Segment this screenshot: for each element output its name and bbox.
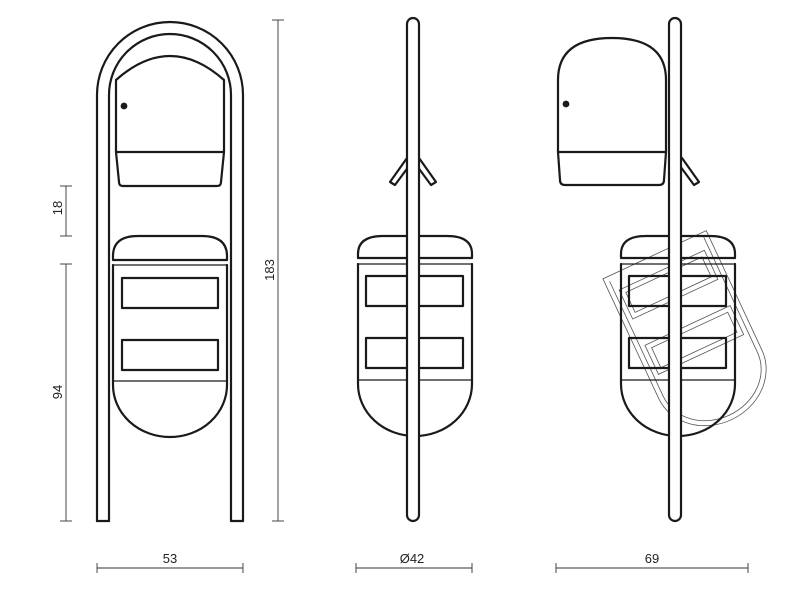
dimension-side-width: 69 [555, 551, 749, 573]
front-bin-body [111, 263, 229, 439]
dimension-bin-height: 94 [50, 263, 72, 522]
dimension-lid-height: 18 [50, 185, 72, 237]
side-diameter-label: Ø42 [400, 551, 425, 566]
bin-height-label: 94 [50, 385, 65, 399]
side-bin-lid [356, 234, 474, 260]
dimension-side-diameter: Ø42 [355, 551, 473, 573]
total-height-label: 183 [262, 259, 277, 281]
tilted-post [667, 16, 683, 523]
tilted-bracket [678, 156, 701, 187]
tilted-view [556, 16, 767, 523]
side-bracket-left [388, 156, 411, 187]
front-bin-lid [111, 234, 229, 262]
side-view [356, 16, 474, 523]
front-width-label: 53 [163, 551, 177, 566]
tilted-upper-tray [556, 150, 668, 187]
front-view [95, 20, 245, 523]
lid-height-label: 18 [50, 201, 65, 215]
tilted-hood-knob [562, 100, 570, 108]
dimension-total-height: 183 [262, 19, 284, 522]
front-frame-outer [95, 20, 245, 523]
front-frame-inner [107, 32, 233, 523]
tilted-upper-hood [556, 36, 668, 154]
side-bracket-right [415, 156, 438, 187]
front-upper-hood [114, 54, 226, 154]
side-width-label: 69 [645, 551, 659, 566]
dimension-front-width: 53 [96, 551, 244, 573]
front-upper-tray [114, 150, 226, 188]
front-bin-window-bottom [120, 338, 220, 372]
tilted-bin-lid [619, 234, 737, 260]
front-hood-knob [120, 102, 128, 110]
front-bin-window-top [120, 276, 220, 310]
side-post [405, 16, 421, 523]
